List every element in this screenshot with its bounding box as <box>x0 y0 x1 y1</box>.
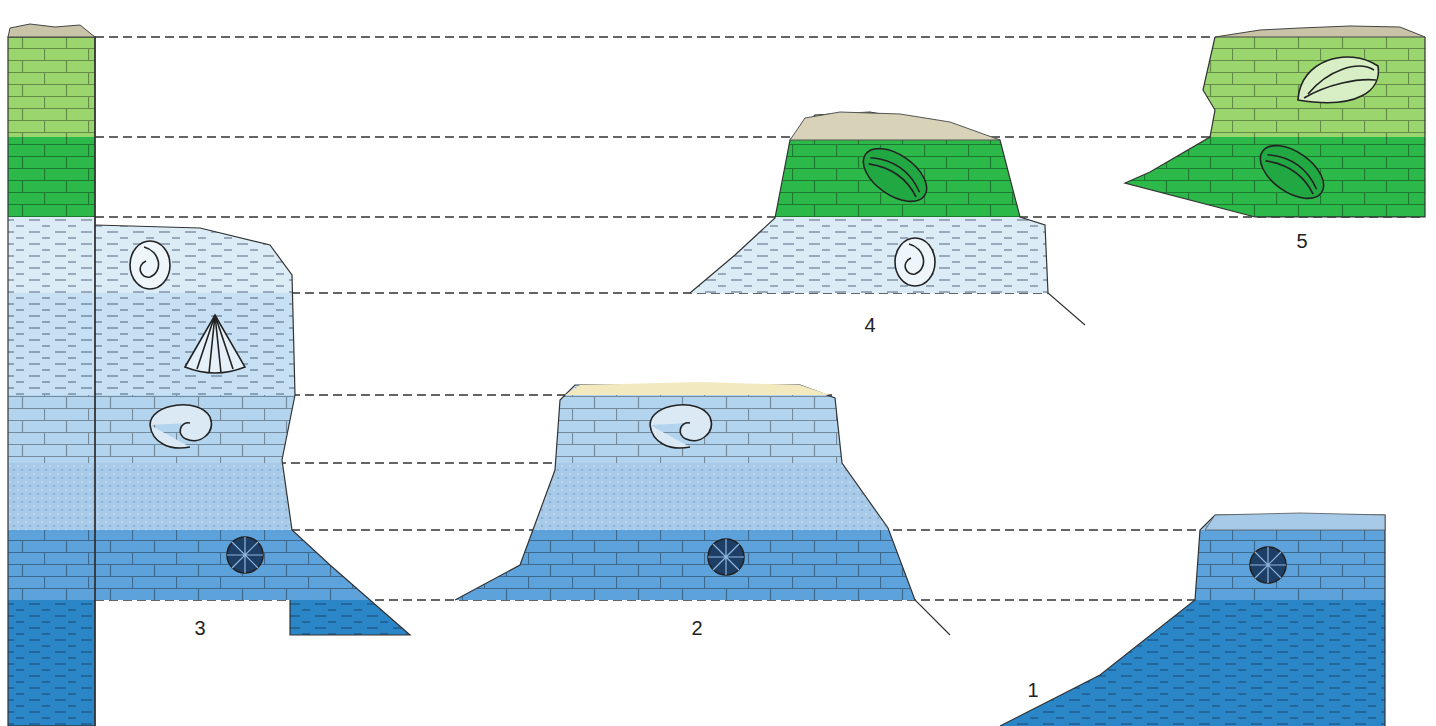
callout-number: 1 <box>1027 679 1038 702</box>
rock-outcrops <box>0 37 1436 726</box>
callout-number: 4 <box>864 314 875 337</box>
soil-cover <box>8 24 1425 530</box>
outcrop-outlines <box>8 37 1425 726</box>
callout-number: 5 <box>1296 230 1307 253</box>
callout-number: 2 <box>691 617 702 640</box>
fossil-symbols <box>130 57 1378 583</box>
callout-number: 3 <box>194 617 205 640</box>
